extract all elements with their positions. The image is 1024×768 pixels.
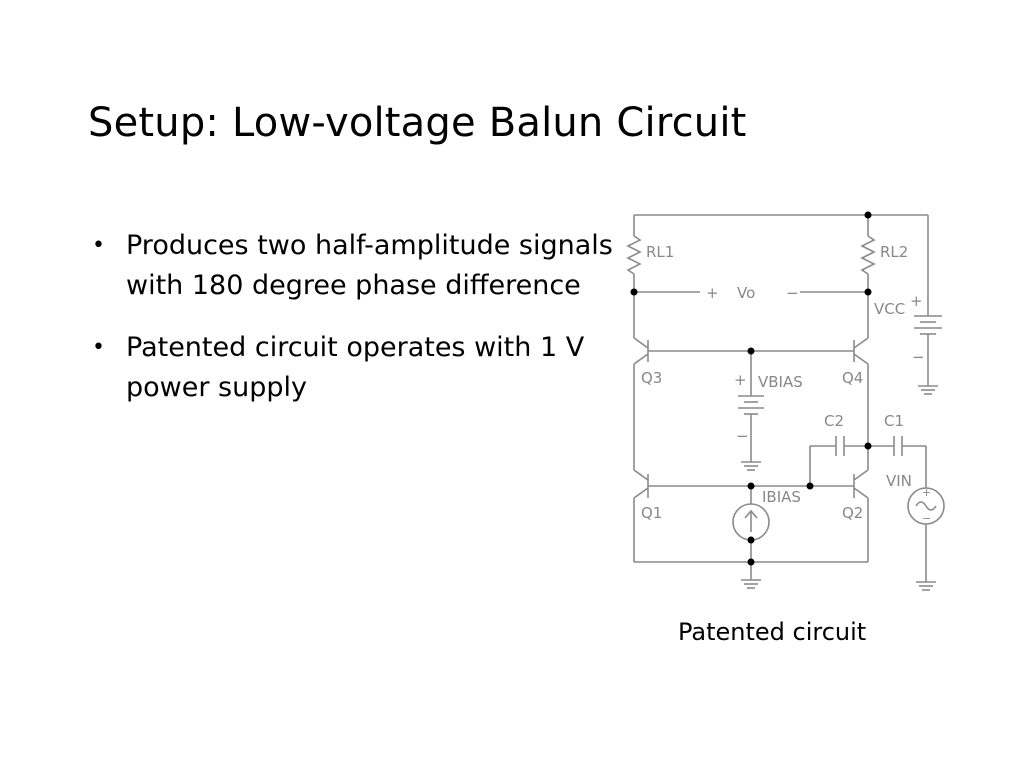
q1-label: Q1 — [641, 504, 662, 522]
figure-caption: Patented circuit — [678, 618, 867, 646]
q2-label: Q2 — [842, 504, 863, 522]
vin-label: VIN — [886, 472, 912, 490]
vo-plus-label: + — [706, 284, 719, 302]
vbias-plus-label: + — [734, 371, 747, 389]
q3-label: Q3 — [641, 369, 662, 387]
vbias-minus-label: − — [736, 427, 749, 445]
q4-label: Q4 — [842, 369, 863, 387]
circuit-wires — [626, 214, 945, 591]
vo-label: Vo — [737, 284, 755, 302]
rl1-label: RL1 — [646, 243, 674, 261]
bullet-item: • Patented circuit operates with 1 V pow… — [88, 328, 628, 408]
vin-plus-label: + — [922, 486, 931, 499]
slide-title: Setup: Low-voltage Balun Circuit — [88, 100, 747, 146]
ibias-label: IBIAS — [762, 488, 801, 506]
rl2-resistor — [860, 235, 876, 275]
c2-label: C2 — [824, 412, 844, 430]
bullet-list: • Produces two half-amplitude signals wi… — [88, 226, 628, 430]
bullet-mark: • — [92, 335, 105, 360]
bullet-text: Patented circuit operates with 1 V power… — [126, 332, 585, 403]
bullet-text: Produces two half-amplitude signals with… — [126, 230, 613, 301]
rl2-label: RL2 — [880, 243, 908, 261]
vbias-label: VBIAS — [758, 373, 803, 391]
bullet-item: • Produces two half-amplitude signals wi… — [88, 226, 628, 306]
vin-minus-label: − — [922, 512, 931, 525]
vo-minus-label: − — [786, 284, 799, 302]
vcc-plus-label: + — [910, 292, 923, 310]
circuit-labels: RL1 RL2 + Vo − VCC + − Q3 Q4 + VBIAS − C… — [641, 243, 931, 525]
c1-label: C1 — [884, 412, 904, 430]
vcc-label: VCC — [874, 300, 905, 318]
vcc-minus-label: − — [912, 348, 925, 366]
circuit-nodes — [630, 211, 872, 566]
rl1-resistor — [626, 235, 642, 275]
bullet-mark: • — [92, 233, 105, 258]
balun-circuit-diagram: RL1 RL2 + Vo − VCC + − Q3 Q4 + VBIAS − C… — [626, 211, 945, 591]
